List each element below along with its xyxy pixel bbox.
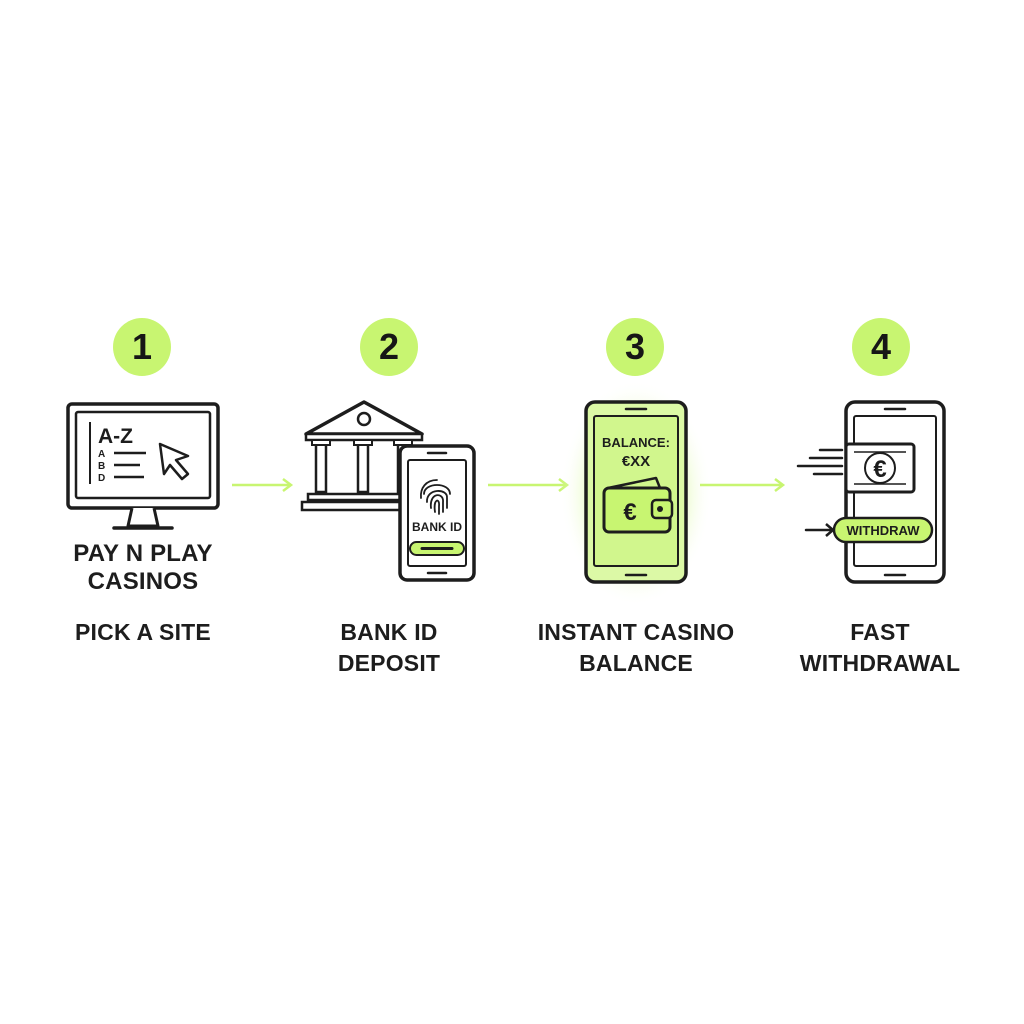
step-1-caption: PICK A SITE (23, 617, 263, 648)
banknote-icon: € (844, 442, 916, 494)
step-1-brand-text: PAY N PLAY CASINOS (23, 540, 263, 596)
step-1-caption-line-1: PICK A SITE (75, 619, 211, 645)
step-3-caption-line-2: BALANCE (579, 650, 693, 676)
monitor-screen-heading: A-Z (98, 425, 133, 448)
balance-value: €XX (622, 453, 650, 470)
step-4-caption-line-1: FAST (850, 619, 910, 645)
withdraw-button-label: WITHDRAW (847, 523, 921, 538)
monitor-icon: A-Z A B D (66, 402, 220, 530)
step-4-caption-line-2: WITHDRAWAL (799, 650, 961, 676)
phone-icon: BANK ID (398, 444, 476, 582)
wallet-icon: € (602, 476, 674, 534)
step-3-caption: INSTANT CASINO BALANCE (516, 617, 756, 679)
wallet-phone-icon: BALANCE: €XX € (560, 380, 712, 606)
bank-icon: BANK ID (300, 400, 476, 582)
withdraw-button[interactable] (832, 516, 934, 544)
monitor-letter-b: B (98, 461, 105, 472)
step-3-badge: 3 (606, 318, 664, 376)
step-1-badge: 1 (113, 318, 171, 376)
step-3-caption-line-1: INSTANT CASINO (537, 619, 735, 645)
step-2-caption-line-1: BANK ID (340, 619, 438, 645)
fingerprint-icon (420, 479, 451, 515)
wallet-euro-symbol: € (623, 499, 636, 526)
step-2-caption: BANK ID DEPOSIT (269, 617, 509, 679)
brand-line-1: PAY N PLAY (73, 540, 213, 567)
step-2-badge: 2 (360, 318, 418, 376)
balance-label: BALANCE: (602, 435, 670, 450)
step-2-caption-line-2: DEPOSIT (337, 650, 441, 676)
cursor-icon (158, 442, 190, 481)
monitor-letter-d: D (98, 473, 105, 484)
brand-line-2: CASINOS (87, 568, 199, 595)
banknote-euro-symbol: € (873, 456, 886, 483)
step-4-caption: FAST WITHDRAWAL (760, 617, 1000, 679)
arrow-1-2 (232, 478, 294, 492)
arrow-3-4 (700, 478, 786, 492)
step-4-badge: 4 (852, 318, 910, 376)
phone-bank-id-label: BANK ID (412, 520, 462, 534)
monitor-letter-a: A (98, 449, 105, 460)
cash-phone-icon: € WITHDRAW (796, 400, 946, 584)
